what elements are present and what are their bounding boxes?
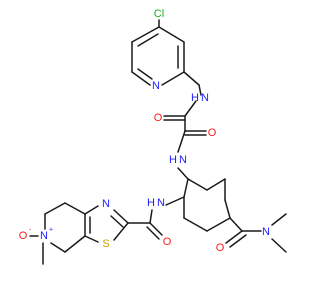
bond: [271, 213, 287, 226]
bond: [161, 71, 185, 86]
negative-charge: -: [29, 227, 32, 234]
bond: [229, 217, 243, 232]
bond: [165, 196, 185, 206]
bond: [64, 202, 86, 215]
amide-hydrogen-top: H: [191, 92, 199, 104]
molecule-structure: Cl N H N O O H N H N O N S N + O - O N: [19, 8, 287, 265]
oxalyl-oxygen-left: O: [154, 112, 163, 124]
n-oxide-nitrogen-atom: N: [40, 230, 48, 242]
thiazole-nitrogen-atom: N: [102, 198, 110, 210]
oxalyl-oxygen-right: O: [208, 127, 217, 139]
bond: [44, 202, 66, 215]
bond: [177, 167, 189, 180]
bond: [229, 234, 247, 248]
pyridine-nitrogen-atom: N: [152, 80, 160, 92]
bond: [64, 235, 86, 253]
dimethylamide-nitrogen: N: [262, 226, 270, 238]
bond-layer: [29, 19, 287, 265]
amide-hydrogen-mid: H: [169, 154, 177, 166]
bond: [187, 178, 208, 191]
chlorine-atom: Cl: [154, 8, 164, 20]
bond: [158, 26, 185, 43]
bond: [149, 209, 153, 224]
amide-hydrogen-lower: H: [147, 197, 155, 209]
bond: [84, 205, 99, 215]
bond: [113, 222, 129, 241]
dimethylamide-oxygen: O: [216, 242, 225, 254]
n-oxide-oxygen-atom: O: [19, 230, 28, 242]
bond: [131, 71, 151, 86]
amide-nitrogen-lower: N: [157, 197, 165, 209]
bond: [183, 178, 189, 198]
bond: [84, 235, 99, 243]
amide-nitrogen-top: N: [201, 92, 209, 104]
bond: [137, 68, 153, 80]
thiazole-sulfur-atom: S: [102, 238, 109, 250]
carboxamide-oxygen: O: [163, 236, 172, 248]
bond: [131, 26, 160, 43]
bond: [149, 222, 163, 236]
bond: [198, 84, 202, 96]
bond: [206, 217, 231, 232]
bond: [177, 130, 186, 153]
atom-label-layer: Cl N H N O O H N H N O N S N + O - O N: [19, 8, 270, 254]
bond: [137, 33, 159, 47]
bond: [224, 199, 231, 219]
bond: [146, 226, 160, 240]
bond: [206, 178, 226, 191]
positive-charge: +: [49, 227, 53, 234]
bond: [183, 71, 200, 86]
amide-nitrogen-mid: N: [179, 154, 187, 166]
bond: [50, 242, 66, 253]
bond: [271, 238, 287, 253]
bond: [113, 209, 129, 224]
bond: [184, 100, 197, 117]
bond: [225, 230, 243, 244]
bond: [183, 217, 208, 232]
bond: [110, 215, 124, 228]
